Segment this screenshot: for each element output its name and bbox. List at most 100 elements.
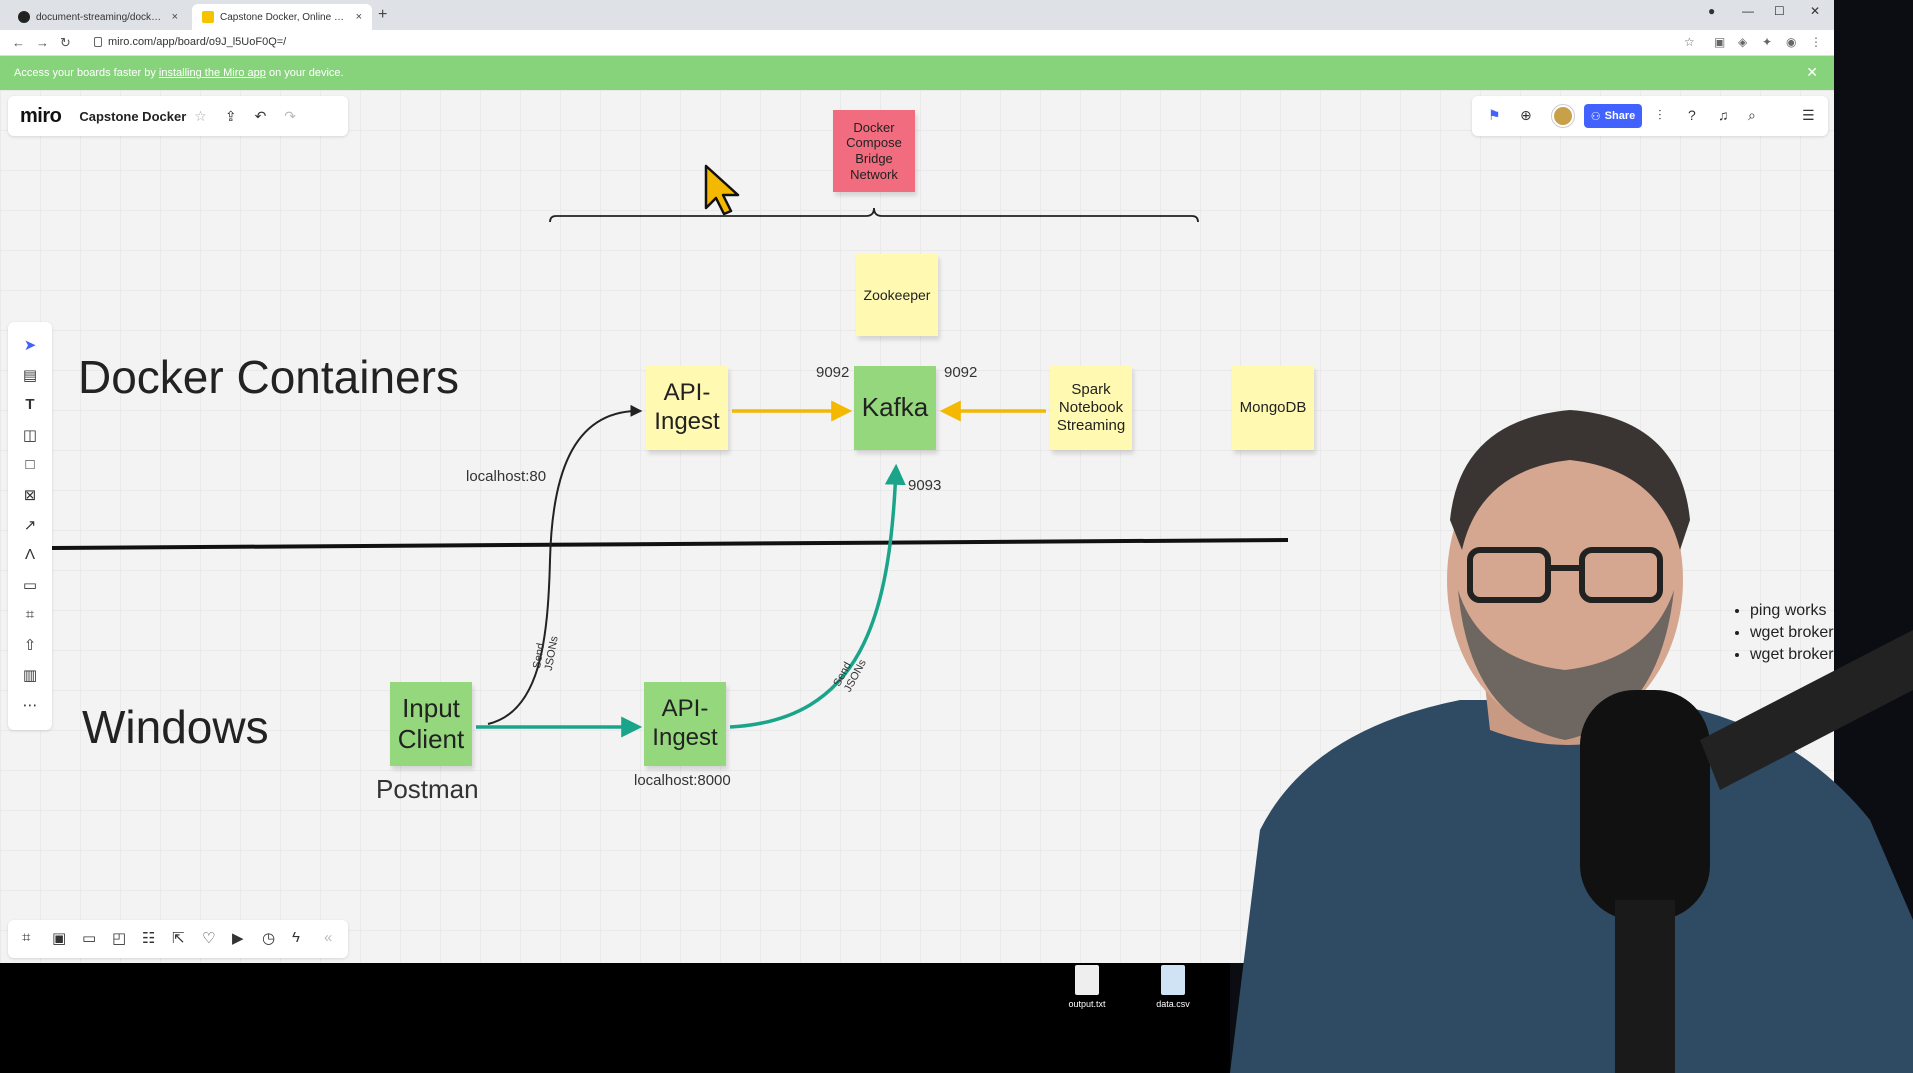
comments-icon[interactable]: ▭	[82, 930, 97, 947]
crop-frame-icon[interactable]: ⌗	[25, 606, 35, 623]
collapse-icon[interactable]: «	[324, 929, 333, 946]
select-cursor-icon[interactable]: ➤	[23, 337, 37, 354]
profile-avatar-icon[interactable]: ◉	[1786, 35, 1797, 49]
chat-icon[interactable]: ◰	[112, 930, 127, 947]
reactions-icon[interactable]: ⚑	[1488, 107, 1501, 123]
api-ingest-windows-sticky[interactable]: API-Ingest	[644, 682, 726, 766]
bottom-toolbar: ⌗ ▣ ▭ ◰ ☷ ⇱ ♡ ▶ ◷ ϟ «	[8, 920, 348, 958]
star-icon[interactable]: ☆	[194, 107, 207, 124]
voting-icon[interactable]: ⊕	[1520, 107, 1532, 123]
minimize-icon[interactable]: —	[1742, 4, 1754, 18]
menu-kebab-icon[interactable]: ⋮	[1810, 35, 1822, 49]
sticky-note-icon[interactable]: ◫	[22, 427, 38, 444]
tab-strip: document-streaming/docker-co × Capstone …	[0, 0, 1834, 30]
desktop-file-output[interactable]: output.txt	[1052, 963, 1122, 1009]
maximize-icon[interactable]: ☐	[1774, 4, 1785, 18]
github-icon	[18, 11, 30, 23]
tab-title: Capstone Docker, Online Whiteb	[220, 11, 350, 23]
board-header: miro Capstone Docker ☆ ⇪ ↶ ↷	[8, 96, 348, 136]
timer-icon[interactable]: ◷	[262, 930, 276, 947]
localhost-8000-label[interactable]: localhost:8000	[634, 772, 731, 789]
url-text[interactable]: miro.com/app/board/o9J_l5UoF0Q=/	[108, 36, 287, 48]
undo-icon[interactable]: ↶	[254, 107, 267, 124]
kafka-sticky[interactable]: Kafka	[854, 366, 936, 450]
tab-title: document-streaming/docker-co	[36, 11, 166, 23]
extensions-puzzle-icon[interactable]: ✦	[1762, 35, 1773, 49]
video-icon[interactable]: ▶	[232, 930, 244, 947]
file-name: data.csv	[1156, 999, 1190, 1009]
address-bar: ← → ↻ miro.com/app/board/o9J_l5UoF0Q=/ ☆…	[0, 30, 1834, 56]
spark-sticky[interactable]: Spark Notebook Streaming	[1050, 366, 1132, 450]
avatar[interactable]	[1552, 105, 1574, 127]
templates-icon[interactable]: ▤	[22, 367, 38, 384]
close-icon[interactable]: ✕	[1806, 64, 1818, 80]
list-item: ping works	[1750, 600, 1834, 622]
extension-shield-icon[interactable]: ◈	[1738, 35, 1748, 49]
comment-icon[interactable]: ▭	[22, 577, 38, 594]
miro-logo[interactable]: miro	[20, 104, 62, 127]
install-link[interactable]: installing the Miro app	[158, 67, 266, 79]
tab-github[interactable]: document-streaming/docker-co ×	[8, 4, 188, 30]
input-client-sticky[interactable]: Input Client	[390, 682, 472, 766]
forward-icon[interactable]: →	[36, 35, 49, 50]
mouse-cursor-icon	[704, 164, 740, 216]
export-icon[interactable]: ⇪	[224, 107, 237, 124]
collab-toolbar: ⚑ ⊕ ⚇ Share ⫶ ? ♫ ⌕ ☰	[1472, 96, 1828, 136]
frames-icon[interactable]: ⌗	[22, 929, 31, 946]
extension-iq-icon[interactable]: ▣	[1714, 35, 1726, 49]
connection-line-icon[interactable]: ↗	[23, 517, 37, 534]
redo-icon[interactable]: ↷	[284, 107, 297, 124]
file-name: output.txt	[1068, 999, 1106, 1009]
port-label[interactable]: 9092	[944, 364, 978, 381]
mongodb-sticky[interactable]: MongoDB	[1232, 366, 1314, 450]
notes-list[interactable]: ping works wget broker wget broker	[1730, 600, 1834, 666]
desktop-file-data[interactable]: data.csv	[1138, 963, 1208, 1009]
localhost-80-label[interactable]: localhost:80	[466, 468, 547, 485]
share-button[interactable]: ⚇ Share	[1584, 104, 1642, 128]
users-icon: ⚇	[1590, 110, 1601, 123]
banner-suffix: on your device.	[265, 67, 344, 79]
postman-label[interactable]: Postman	[376, 774, 479, 804]
tab-miro[interactable]: Capstone Docker, Online Whiteb ×	[192, 4, 372, 30]
pen-icon[interactable]: Λ	[24, 546, 36, 563]
api-ingest-docker-sticky[interactable]: API-Ingest	[646, 366, 728, 450]
zookeeper-sticky[interactable]: Zookeeper	[856, 254, 938, 336]
presenter-webcam-image	[1230, 410, 1913, 1073]
cards-list-icon[interactable]: ☷	[142, 930, 156, 947]
window-close-icon[interactable]: ✕	[1810, 4, 1821, 18]
banner-prefix: Access your boards faster by	[14, 67, 159, 79]
settings-sliders-icon[interactable]: ⫶	[1658, 107, 1662, 123]
board-name[interactable]: Capstone Docker	[79, 108, 187, 124]
reload-icon[interactable]: ↻	[60, 35, 71, 50]
miro-favicon-icon	[202, 11, 214, 23]
shape-icon[interactable]: □	[25, 456, 35, 473]
new-tab-button[interactable]: +	[378, 6, 388, 23]
list-item: wget broker	[1750, 644, 1834, 666]
close-icon[interactable]: ×	[171, 11, 178, 23]
like-icon[interactable]: ♡	[202, 930, 216, 947]
text-icon[interactable]: T	[25, 396, 35, 413]
frame-x-icon[interactable]: ⊠	[23, 487, 37, 504]
csv-file-icon	[1161, 965, 1185, 995]
card-icon[interactable]: ▥	[22, 667, 38, 684]
port-label[interactable]: 9093	[908, 477, 942, 494]
search-icon[interactable]: ⌕	[1748, 107, 1756, 123]
back-icon[interactable]: ←	[12, 35, 25, 50]
presentation-icon[interactable]: ▣	[52, 930, 67, 947]
banner-message: Access your boards faster by installing …	[14, 67, 344, 79]
lock-icon	[94, 37, 102, 47]
docker-containers-label[interactable]: Docker Containers	[78, 351, 459, 403]
network-sticky[interactable]: Docker Compose Bridge Network	[833, 110, 915, 192]
share-screen-icon[interactable]: ⇱	[172, 930, 185, 947]
more-icon[interactable]: ⋯	[22, 697, 38, 714]
lightning-icon[interactable]: ϟ	[292, 929, 300, 946]
help-icon[interactable]: ?	[1688, 107, 1696, 123]
bell-icon[interactable]: ♫	[1718, 107, 1729, 123]
profile-dot-icon[interactable]: ●	[1708, 4, 1716, 18]
close-icon[interactable]: ×	[355, 11, 362, 23]
windows-label[interactable]: Windows	[82, 701, 269, 753]
upload-icon[interactable]: ⇧	[23, 637, 37, 654]
board-list-icon[interactable]: ☰	[1802, 107, 1815, 123]
port-label[interactable]: 9092	[816, 364, 850, 381]
star-icon[interactable]: ☆	[1684, 35, 1695, 49]
